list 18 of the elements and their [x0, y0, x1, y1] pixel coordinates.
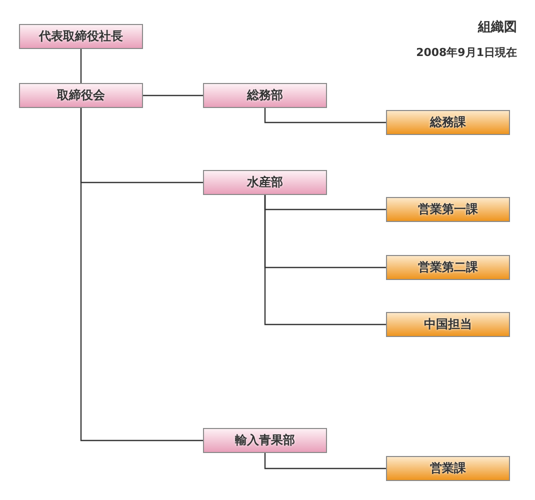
connector-line — [143, 94, 203, 96]
section-box: 営業課 — [386, 456, 510, 481]
section-box: 総務課 — [386, 110, 510, 135]
section-box: 営業第二課 — [386, 255, 510, 280]
connector-line — [264, 195, 386, 326]
section-box: 中国担当 — [386, 312, 510, 337]
connector-line — [80, 49, 82, 83]
department-box: 取締役会 — [19, 83, 143, 108]
connector-line — [264, 453, 386, 470]
department-box: 代表取締役社長 — [19, 24, 143, 49]
department-box: 水産部 — [203, 170, 327, 195]
date-note: 2008年9月1日現在 — [416, 45, 517, 60]
section-box: 営業第一課 — [386, 197, 510, 222]
connector-line — [80, 108, 203, 442]
connector-line — [264, 108, 386, 124]
chart-title: 組織図 — [478, 19, 517, 36]
department-box: 輸入青果部 — [203, 428, 327, 453]
department-box: 総務部 — [203, 83, 327, 108]
